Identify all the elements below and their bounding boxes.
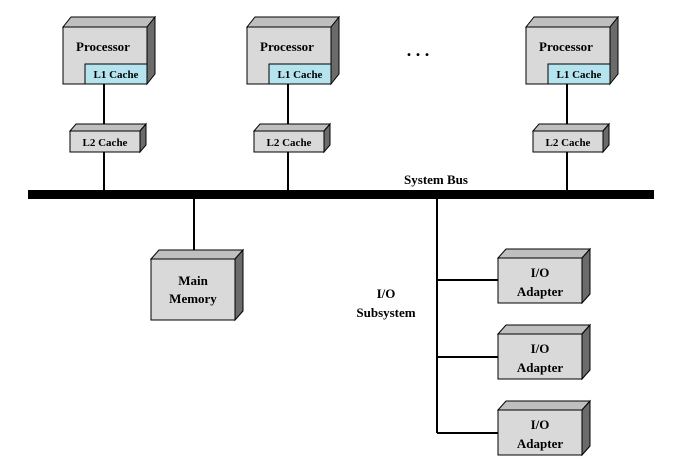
processor-2-title: Processor (260, 39, 314, 54)
l2-cache-1-front (69, 130, 141, 153)
processor-3-side (609, 15, 619, 86)
io-adapter-2-top (496, 324, 592, 335)
io-adapter-1-side (581, 247, 591, 305)
io-adapter-2-line2: Adapter (517, 360, 563, 375)
processor-2-side (330, 15, 340, 86)
processor-2: Processor L1 Cache (245, 15, 341, 86)
more-processors-ellipsis: . . . (407, 40, 430, 60)
l2-cache-3: L2 Cache (531, 122, 611, 154)
io-adapter-2-line1: I/O (531, 341, 550, 356)
processor-1-l1-cache (84, 63, 148, 85)
l2-cache-2-front (253, 130, 325, 153)
processor-3-l1-label: L1 Cache (557, 69, 602, 81)
io-adapter-3-top (496, 400, 592, 411)
processor-3: Processor L1 Cache (524, 15, 620, 86)
processor-3-top (524, 16, 620, 28)
io-subsystem-line2: Subsystem (356, 305, 415, 320)
l2-cache-2-top (252, 123, 332, 132)
io-adapter-1-front (497, 257, 583, 304)
main-memory-line1: Main (178, 273, 208, 288)
io-adapter-3-front (497, 409, 583, 456)
io-adapter-1-top (496, 248, 592, 259)
processor-1-side (146, 15, 156, 86)
processor-2-l1-cache (268, 63, 332, 85)
processor-2-l1-label: L1 Cache (278, 69, 323, 81)
processor-1-l1-label: L1 Cache (94, 69, 139, 81)
io-subsystem-line1: I/O (377, 286, 396, 301)
io-adapter-3-side (581, 399, 591, 457)
main-memory-top (149, 249, 245, 260)
l2-cache-3-label: L2 Cache (546, 137, 591, 149)
io-adapter-3-line2: Adapter (517, 436, 563, 451)
processor-2-top (245, 16, 341, 28)
main-memory-side (234, 248, 244, 322)
l2-cache-1-top (68, 123, 148, 132)
io-adapter-1: I/O Adapter (496, 247, 592, 305)
main-memory-line2: Memory (169, 291, 217, 306)
processor-3-l1-cache (547, 63, 611, 85)
system-bus-label: System Bus (404, 172, 468, 187)
main-memory: Main Memory (149, 248, 245, 322)
io-adapter-1-line2: Adapter (517, 284, 563, 299)
l2-cache-2: L2 Cache (252, 122, 332, 154)
io-adapter-3: I/O Adapter (496, 399, 592, 457)
main-memory-front (150, 258, 236, 321)
io-adapter-2: I/O Adapter (496, 323, 592, 381)
l2-cache-1-label: L2 Cache (83, 137, 128, 149)
io-adapter-2-front (497, 333, 583, 380)
l2-cache-2-label: L2 Cache (267, 137, 312, 149)
io-adapter-1-line1: I/O (531, 265, 550, 280)
processor-1-top (61, 16, 157, 28)
l2-cache-3-top (531, 123, 611, 132)
processor-1: Processor L1 Cache (61, 15, 157, 86)
io-adapter-3-line1: I/O (531, 417, 550, 432)
connectors (103, 84, 568, 434)
system-bus (28, 190, 654, 199)
io-adapter-2-side (581, 323, 591, 381)
l2-cache-1: L2 Cache (68, 122, 148, 154)
processor-3-title: Processor (539, 39, 593, 54)
l2-cache-3-front (532, 130, 604, 153)
processor-1-title: Processor (76, 39, 130, 54)
